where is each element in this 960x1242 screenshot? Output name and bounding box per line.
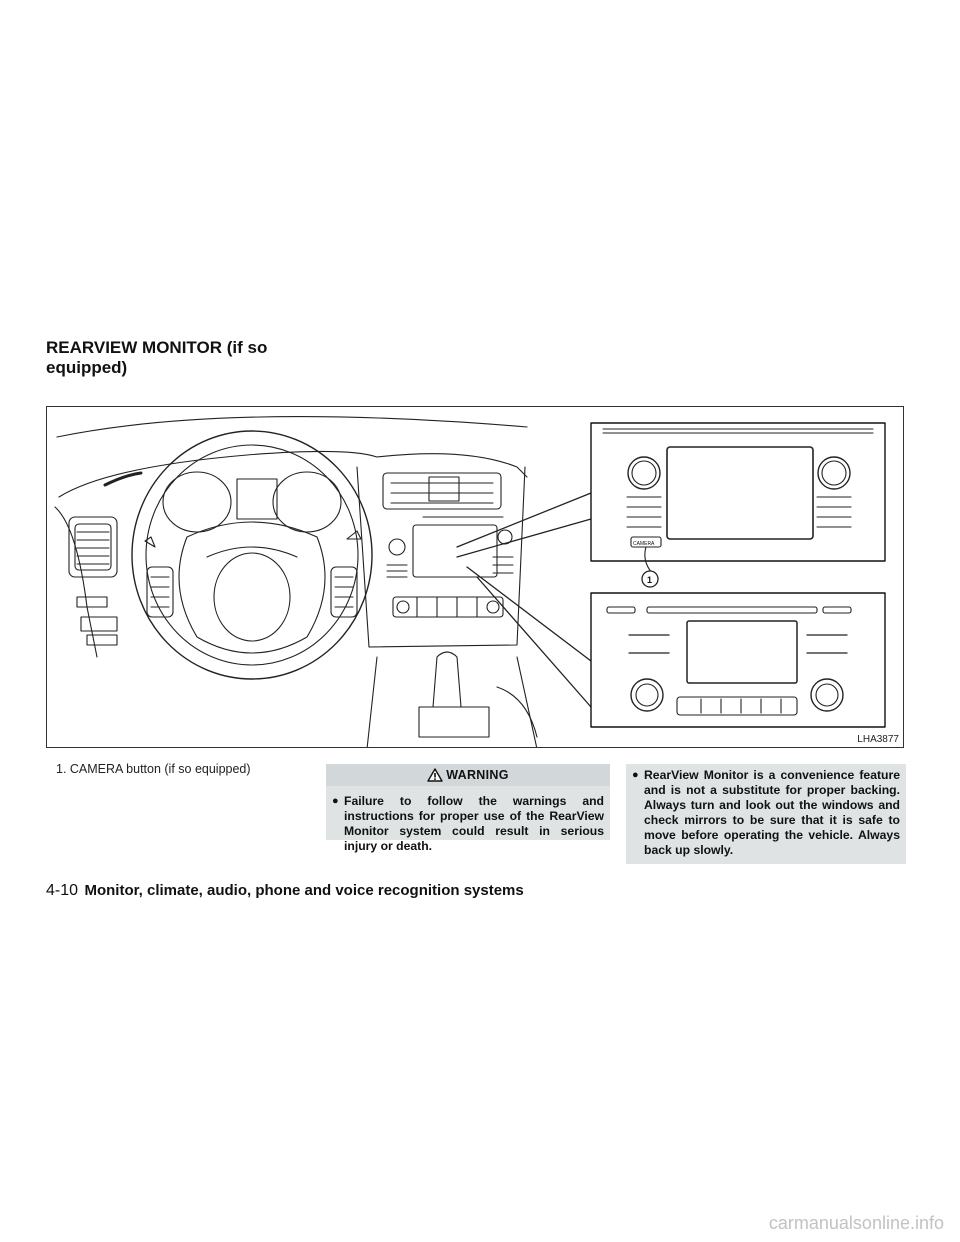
warning-bullet-text: RearView Monitor is a convenience featur… <box>644 768 900 857</box>
warning-header: WARNING <box>326 764 610 786</box>
page-number: 4-10 <box>46 882 79 899</box>
warning-bullet: ● RearView Monitor is a convenience feat… <box>632 768 900 858</box>
figure-caption: 1. CAMERA button (if so equipped) <box>56 762 251 776</box>
dashboard-figure: 1 CAMERA LHA3877 <box>46 406 904 748</box>
warning-box: WARNING ● Failure to follow the warnings… <box>326 764 610 853</box>
bullet-icon: ● <box>332 795 339 807</box>
warning-triangle-icon <box>427 768 443 782</box>
warning-bullet-text: Failure to follow the warnings and instr… <box>344 794 604 853</box>
warning-title: WARNING <box>446 768 509 782</box>
bullet-icon: ● <box>632 769 639 781</box>
warning-bullet: ● Failure to follow the warnings and ins… <box>332 794 604 854</box>
warning-box-continued: ● RearView Monitor is a convenience feat… <box>626 764 906 864</box>
chapter-title: Monitor, climate, audio, phone and voice… <box>84 882 524 899</box>
section-title: REARVIEW MONITOR (if so equipped) <box>46 338 268 377</box>
warning-body-continued: ● RearView Monitor is a convenience feat… <box>632 768 900 858</box>
watermark: carmanualsonline.info <box>768 1213 944 1233</box>
dashboard-illustration: 1 CAMERA <box>54 416 886 747</box>
callout-number: 1 <box>647 575 652 585</box>
camera-button-label: CAMERA <box>633 541 655 547</box>
page-footer: 4-10 Monitor, climate, audio, phone and … <box>46 882 906 900</box>
warning-body: ● Failure to follow the warnings and ins… <box>332 794 604 854</box>
figure-code: LHA3877 <box>857 734 899 745</box>
